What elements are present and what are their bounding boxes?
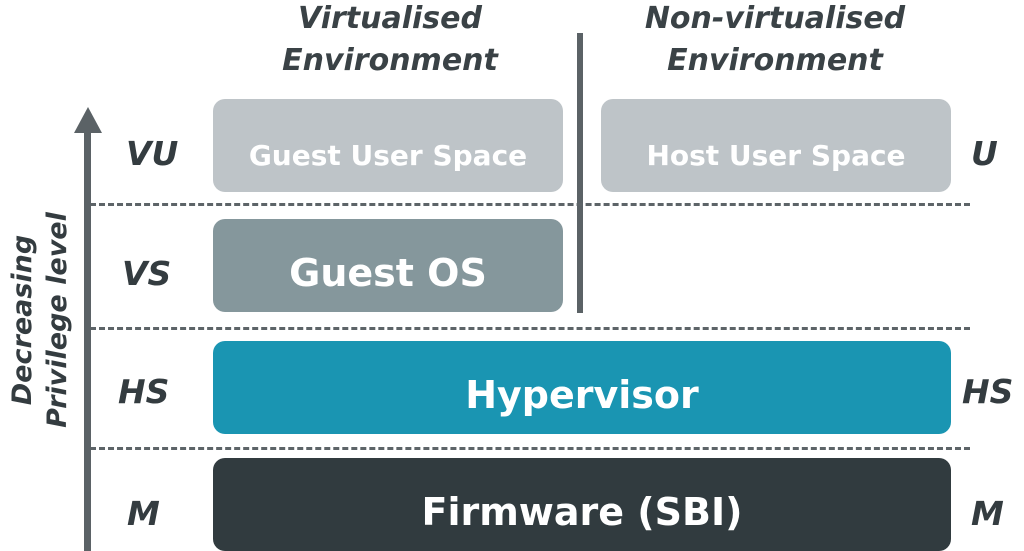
guest-user-space-block: Guest User Space xyxy=(213,99,563,192)
virtualised-environment-header: Virtualised Environment xyxy=(240,0,540,82)
level-separator xyxy=(90,203,970,206)
non-virtualised-environment-header: Non-virtualised Environment xyxy=(620,0,930,82)
level-label-hs-right: HS xyxy=(962,372,1014,411)
header-line-1: Non-virtualised xyxy=(644,1,906,36)
privilege-axis-arrowhead xyxy=(74,107,102,133)
header-line-1: Virtualised xyxy=(298,1,482,36)
host-user-space-block: Host User Space xyxy=(601,99,951,192)
guest-os-block: Guest OS xyxy=(213,219,563,312)
level-label-vu: VU xyxy=(126,134,179,173)
axis-label-line-1: Decreasing xyxy=(7,234,38,406)
firmware-block: Firmware (SBI) xyxy=(213,458,951,551)
header-line-2: Environment xyxy=(282,43,498,78)
level-label-m: M xyxy=(127,494,160,533)
privilege-axis-label: Decreasing Privilege level xyxy=(5,212,75,428)
environment-divider xyxy=(577,33,583,313)
level-label-u: U xyxy=(971,134,998,173)
privilege-axis-line xyxy=(84,128,91,551)
header-line-2: Environment xyxy=(667,43,883,78)
level-separator xyxy=(90,447,970,450)
hypervisor-block: Hypervisor xyxy=(213,341,951,434)
level-label-hs: HS xyxy=(118,372,170,411)
level-separator xyxy=(90,327,970,330)
axis-label-line-2: Privilege level xyxy=(42,212,73,428)
level-label-m-right: M xyxy=(971,494,1004,533)
level-label-vs: VS xyxy=(122,254,172,293)
